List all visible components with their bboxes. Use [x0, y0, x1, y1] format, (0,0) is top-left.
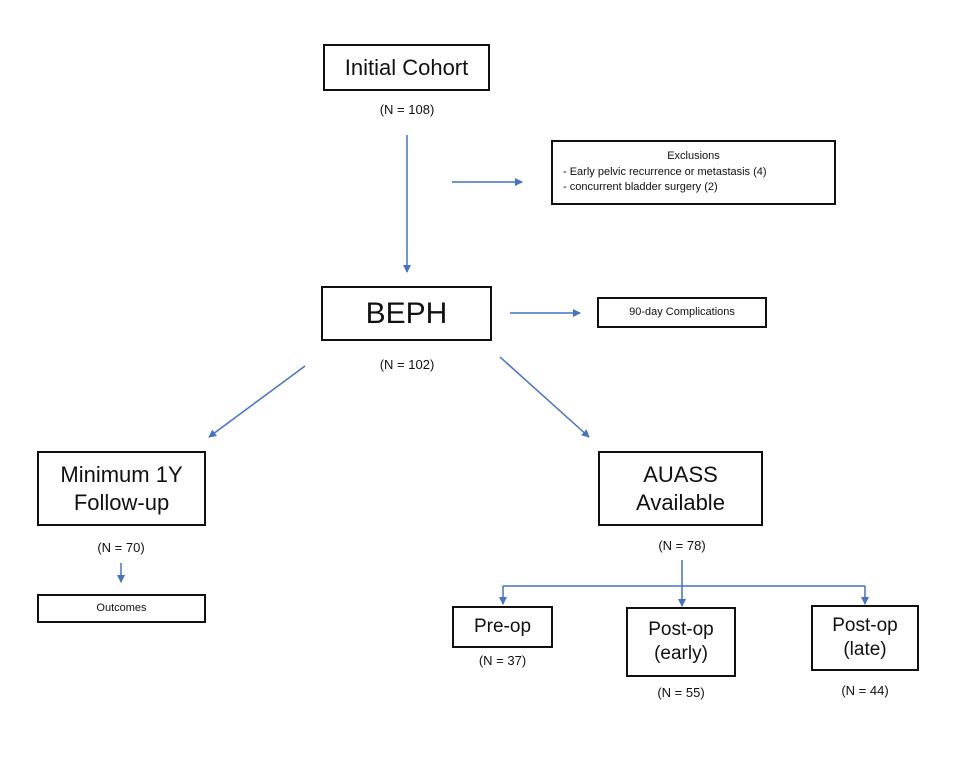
postop-late-label-line1: Post-op [832, 615, 898, 637]
arrow-beph-to-auass [499, 356, 590, 438]
preop-count: (N = 37) [478, 653, 527, 668]
auass-box: AUASS Available [598, 451, 763, 526]
exclusions-title: Exclusions [667, 150, 720, 163]
complications-box: 90-day Complications [597, 297, 767, 328]
postop-early-label-line2: (early) [654, 643, 708, 664]
initial-cohort-box: Initial Cohort [323, 44, 490, 91]
postop-early-box: Post-op (early) [626, 607, 736, 677]
postop-early-label-line1: Post-op [648, 619, 714, 641]
arrow-beph-to-followup [208, 365, 306, 438]
outcomes-label: Outcomes [96, 601, 147, 614]
followup-label-line2: Follow-up [73, 489, 170, 515]
beph-count: (N = 102) [379, 357, 435, 372]
auass-label-line2: Available [636, 489, 725, 515]
initial-cohort-count: (N = 108) [379, 102, 435, 117]
outcomes-box: Outcomes [37, 594, 206, 623]
postop-late-box: Post-op (late) [811, 605, 919, 671]
exclusion-item: - Early pelvic recurrence or metastasis … [563, 165, 767, 178]
auass-label-line1: AUASS [643, 462, 718, 487]
followup-count: (N = 70) [97, 540, 145, 555]
followup-label-line1: Minimum 1Y [60, 462, 183, 487]
exclusions-box: Exclusions - Early pelvic recurrence or … [551, 140, 836, 205]
beph-label: BEPH [365, 296, 448, 330]
initial-cohort-label: Initial Cohort [344, 54, 469, 80]
preop-label: Pre-op [473, 616, 532, 638]
preop-box: Pre-op [452, 606, 553, 648]
postop-late-label-line2: (late) [843, 639, 887, 660]
postop-early-count: (N = 55) [657, 685, 705, 700]
postop-late-count: (N = 44) [841, 683, 889, 698]
complications-label: 90-day Complications [629, 305, 735, 318]
auass-count: (N = 78) [658, 538, 706, 553]
beph-box: BEPH [321, 286, 492, 341]
followup-box: Minimum 1Y Follow-up [37, 451, 206, 526]
exclusion-item: - concurrent bladder surgery (2) [563, 181, 718, 194]
